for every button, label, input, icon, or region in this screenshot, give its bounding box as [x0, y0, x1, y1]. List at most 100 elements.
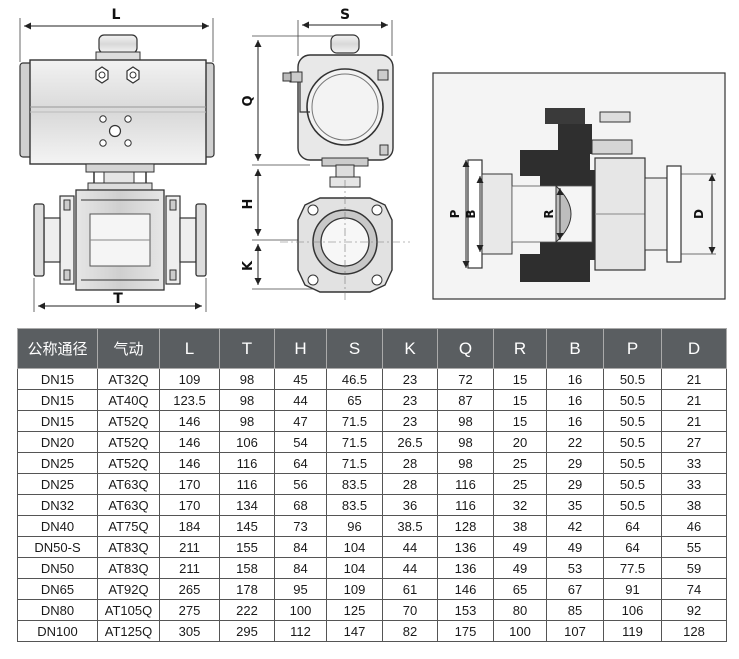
table-cell: 265	[159, 578, 220, 600]
table-cell: 21	[661, 389, 727, 411]
table-cell: 29	[546, 452, 604, 474]
table-cell: 178	[219, 578, 275, 600]
front-view: L	[19, 7, 215, 312]
technical-drawings: L	[19, 7, 726, 312]
table-cell: 98	[219, 389, 275, 411]
table-cell: AT63Q	[97, 494, 160, 516]
table-cell: 96	[326, 515, 383, 537]
table-cell: AT40Q	[97, 389, 160, 411]
table-cell: 146	[159, 452, 220, 474]
dim-label-L: L	[112, 7, 121, 23]
table-cell: 80	[493, 599, 547, 621]
table-cell: 84	[274, 536, 327, 558]
table-cell: 50.5	[603, 410, 662, 432]
table-cell: 56	[274, 473, 327, 495]
table-cell: 49	[493, 557, 547, 579]
table-cell: 70	[382, 599, 438, 621]
table-cell: 211	[159, 557, 220, 579]
table-cell: 116	[219, 473, 275, 495]
dim-label-P: P	[448, 209, 462, 218]
table-cell: DN100	[17, 620, 98, 642]
header-nominal-diameter: 公称通径	[17, 328, 98, 369]
table-cell: 35	[546, 494, 604, 516]
table-cell: 170	[159, 473, 220, 495]
table-cell: 98	[437, 431, 494, 453]
header-T: T	[219, 328, 275, 369]
table-cell: 21	[661, 410, 727, 432]
table-cell: 46	[661, 515, 727, 537]
dim-label-R: R	[542, 209, 556, 218]
header-pneumatic: 气动	[97, 328, 160, 369]
dim-label-B: B	[464, 209, 478, 218]
table-cell: 29	[546, 473, 604, 495]
table-cell: AT92Q	[97, 578, 160, 600]
table-cell: 23	[382, 368, 438, 390]
table-cell: 67	[546, 578, 604, 600]
table-cell: 104	[326, 536, 383, 558]
table-cell: 153	[437, 599, 494, 621]
side-view: S Q H K	[241, 7, 410, 300]
table-cell: 91	[603, 578, 662, 600]
table-cell: 146	[437, 578, 494, 600]
table-cell: 50.5	[603, 431, 662, 453]
table-cell: 42	[546, 515, 604, 537]
table-cell: 73	[274, 515, 327, 537]
table-cell: 16	[546, 389, 604, 411]
table-cell: 25	[493, 452, 547, 474]
table-cell: DN25	[17, 452, 98, 474]
header-S: S	[326, 328, 383, 369]
table-cell: 50.5	[603, 473, 662, 495]
table-cell: DN15	[17, 368, 98, 390]
header-Q: Q	[437, 328, 494, 369]
table-cell: 71.5	[326, 410, 383, 432]
table-cell: 128	[661, 620, 727, 642]
table-cell: 87	[437, 389, 494, 411]
dim-label-K: K	[241, 260, 256, 271]
table-cell: 136	[437, 536, 494, 558]
table-header-row: 公称通径 气动 L T H S K Q R B P D	[17, 328, 727, 369]
header-D: D	[661, 328, 727, 369]
table-cell: 147	[326, 620, 383, 642]
table-cell: DN50-S	[17, 536, 98, 558]
table-cell: 104	[326, 557, 383, 579]
table-cell: 54	[274, 431, 327, 453]
section-view: P B R D	[432, 72, 726, 300]
table-cell: 83.5	[326, 494, 383, 516]
table-cell: 170	[159, 494, 220, 516]
table-cell: 55	[661, 536, 727, 558]
table-cell: 65	[493, 578, 547, 600]
table-cell: 65	[326, 389, 383, 411]
table-cell: DN32	[17, 494, 98, 516]
table-cell: 175	[437, 620, 494, 642]
table-cell: 146	[159, 410, 220, 432]
table-cell: DN65	[17, 578, 98, 600]
header-R: R	[493, 328, 547, 369]
table-cell: 46.5	[326, 368, 383, 390]
table-cell: AT75Q	[97, 515, 160, 537]
table-cell: 50.5	[603, 494, 662, 516]
table-cell: 155	[219, 536, 275, 558]
table-cell: 28	[382, 473, 438, 495]
table-cell: 116	[437, 473, 494, 495]
table-cell: 44	[382, 536, 438, 558]
table-cell: 98	[219, 410, 275, 432]
table-cell: 33	[661, 452, 727, 474]
table-cell: 128	[437, 515, 494, 537]
header-L: L	[159, 328, 220, 369]
dim-label-H: H	[241, 199, 256, 210]
table-cell: 64	[603, 515, 662, 537]
table-cell: 146	[159, 431, 220, 453]
table-cell: 106	[219, 431, 275, 453]
table-cell: 112	[274, 620, 327, 642]
table-cell: 15	[493, 389, 547, 411]
table-cell: AT125Q	[97, 620, 160, 642]
